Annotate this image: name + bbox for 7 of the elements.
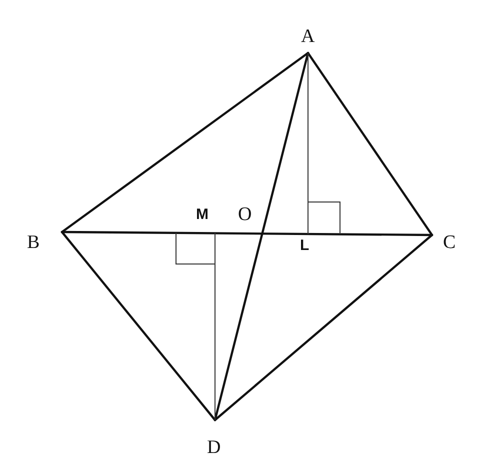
point-label: L: [300, 238, 310, 253]
vertex-label: B: [27, 233, 40, 252]
vertex-label: D: [207, 438, 221, 457]
vertex-label: C: [443, 233, 456, 252]
point-label: O: [238, 205, 252, 224]
vertex-label: A: [301, 27, 315, 46]
point-label: M: [196, 207, 208, 222]
